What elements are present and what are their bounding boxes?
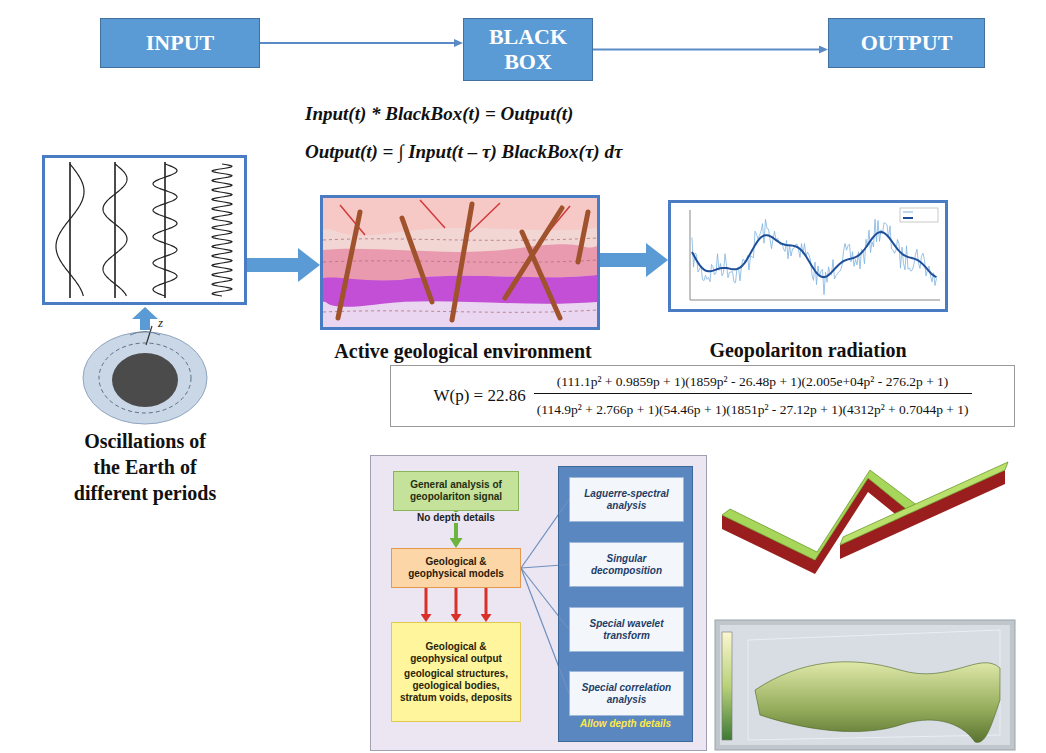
connector-line (521, 500, 569, 569)
method-panel: Allow depth details Laguerre-spectral ana… (558, 466, 693, 742)
flow-arrow (425, 588, 428, 614)
box-label: geological structures, geological bodies… (398, 668, 514, 704)
oscillation-curve (56, 164, 84, 296)
process-box: OUTPUT (828, 18, 985, 68)
chart-legend-box (900, 208, 938, 222)
formula-text: (111.1p² + 0.9859p + 1)(1859p² - 26.48p … (534, 374, 972, 394)
formula-box: W(p) = 22.86 (111.1p² + 0.9859p + 1)(1859… (390, 365, 1015, 427)
up-arrow (132, 307, 158, 330)
earth-core (112, 353, 178, 407)
panel-grounds (370, 455, 707, 751)
box-label: General analysis of geopolariton signal (400, 479, 512, 503)
geological-section (323, 198, 597, 327)
signal-line (692, 219, 937, 294)
box-label: INPUT (146, 31, 214, 55)
connector-line (521, 568, 569, 694)
method-box: Special correlation analysis (569, 671, 684, 716)
wall-body (840, 470, 1005, 559)
box-label: OUTPUT (861, 31, 953, 55)
flow-panel: No depth details General analysis of geop… (370, 455, 707, 751)
panel-ground (370, 455, 707, 751)
fault-minor (340, 200, 570, 236)
flow-arrow (260, 42, 454, 44)
connector-line (521, 568, 569, 630)
formula-text: W(p) = 22.86 (433, 386, 525, 406)
process-box: BLACK BOX (463, 18, 593, 81)
fault-walls-3d (722, 462, 1008, 574)
method-box: Singular decomposition (569, 542, 684, 587)
layer (323, 198, 597, 327)
surface-frame (715, 620, 1015, 750)
colorbar (722, 632, 732, 740)
legend-line (903, 217, 913, 219)
process-box: Geological & geophysical models (391, 548, 521, 588)
box-label: Geological & geophysical models (398, 556, 514, 580)
oscillation-curves (56, 162, 232, 298)
panel-ground (558, 466, 693, 742)
earth-mantle (99, 343, 191, 413)
box-label: Special wavelet transform (576, 618, 677, 642)
axis-label: z (158, 315, 163, 331)
earth-shell (83, 332, 207, 424)
oscillation-curve (103, 164, 127, 296)
image-frame: Geopolariton radiation (668, 200, 948, 312)
flow-arrow (485, 588, 488, 614)
flow-arrow (455, 588, 458, 614)
process-box: INPUT (100, 18, 260, 68)
caption: Active geological environment (298, 338, 628, 364)
curve-axis (69, 162, 71, 298)
method-box: Laguerre-spectral analysis (569, 477, 684, 522)
oscillation-curve (153, 164, 177, 296)
chart-lines (692, 219, 937, 294)
label-slot: z (158, 315, 163, 331)
label-slot: Input(t) * BlackBox(t) = Output(t) (305, 103, 573, 125)
curve-axis (114, 162, 116, 298)
flow-arrow (247, 258, 298, 272)
oscillation-curve (212, 164, 232, 296)
surface-3d (715, 620, 1015, 750)
caption: Oscillations of the Earth of different p… (70, 428, 220, 506)
image-frame: Oscillations of the Earth of different p… (42, 155, 247, 305)
image-frame: Active geological environment (320, 195, 600, 330)
z-axis (146, 326, 152, 345)
box-label: Geological & geophysical output (398, 641, 514, 665)
flow-arrow (600, 253, 646, 267)
panel-note: Allow depth details (559, 718, 692, 729)
surface (755, 662, 1000, 743)
box-label: Special correlation analysis (576, 682, 677, 706)
process-box: General analysis of geopolariton signal (393, 471, 519, 511)
caption: Geopolariton radiation (671, 337, 945, 363)
chart-axes (690, 210, 940, 300)
chart-ground (671, 203, 945, 309)
label-slot: Output(t) = ∫ Input(t – τ) BlackBox(τ) d… (305, 141, 622, 163)
flow-arrow (593, 49, 819, 51)
surface-ground (720, 625, 1010, 745)
box-label: Laguerre-spectral analysis (576, 488, 677, 512)
cone-line (130, 332, 160, 336)
equation: Input(t) * BlackBox(t) = Output(t) (305, 103, 573, 125)
formula-text: (114.9p² + 2.766p + 1)(54.46p + 1)(1851p… (534, 399, 972, 418)
box-label: Singular decomposition (576, 553, 677, 577)
legend-line (903, 212, 913, 213)
fault (338, 204, 588, 320)
wall-top (840, 462, 1008, 545)
connector-line (521, 565, 569, 569)
panel-note: No depth details (415, 512, 497, 523)
method-box: Special wavelet transform (569, 607, 684, 652)
process-box: Geological & geophysical output geologica… (391, 622, 521, 722)
smoothed-line (692, 232, 937, 277)
equation: Output(t) = ∫ Input(t – τ) BlackBox(τ) d… (305, 141, 622, 163)
box-label: BLACK BOX (478, 25, 578, 73)
wall-top (722, 470, 918, 560)
